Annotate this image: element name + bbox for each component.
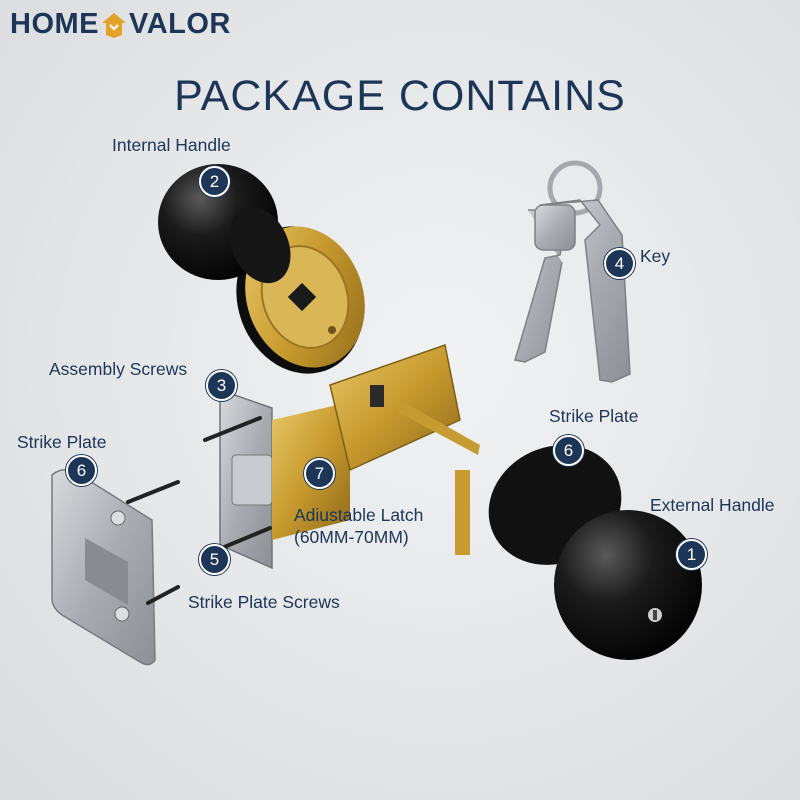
badge-5: 5 (199, 544, 230, 575)
label-strike-plate-left: Strike Plate (17, 432, 107, 452)
keys (514, 160, 631, 383)
brand-text-valor: VALOR (129, 8, 231, 40)
badge-3: 3 (206, 370, 237, 401)
label-adjustable-latch: Adiustable Latch (294, 505, 424, 525)
brand-logo: HOME VALOR (10, 8, 231, 41)
label-internal-handle: Internal Handle (112, 135, 231, 155)
external-handle (488, 445, 702, 660)
label-adjustable-latch-size: (60MM-70MM) (294, 527, 409, 547)
label-strike-plate-right: Strike Plate (549, 406, 639, 426)
badge-2: 2 (199, 166, 230, 197)
strike-plate (51, 468, 156, 666)
badge-6-right: 6 (553, 435, 584, 466)
badge-1: 1 (676, 539, 707, 570)
screws (126, 416, 272, 605)
page-title: PACKAGE CONTAINS (174, 72, 626, 120)
label-strike-plate-screws: Strike Plate Screws (188, 592, 340, 612)
label-key: Key (640, 246, 671, 266)
label-external-handle: External Handle (650, 495, 775, 515)
latch-assembly (219, 344, 480, 570)
brand-text-home: HOME (10, 8, 99, 40)
house-shield-icon (102, 12, 126, 38)
label-assembly-screws: Assembly Screws (49, 359, 188, 379)
badge-6-left: 6 (66, 455, 97, 486)
badge-7: 7 (304, 458, 335, 489)
badge-4: 4 (604, 248, 635, 279)
internal-handle (158, 164, 365, 374)
